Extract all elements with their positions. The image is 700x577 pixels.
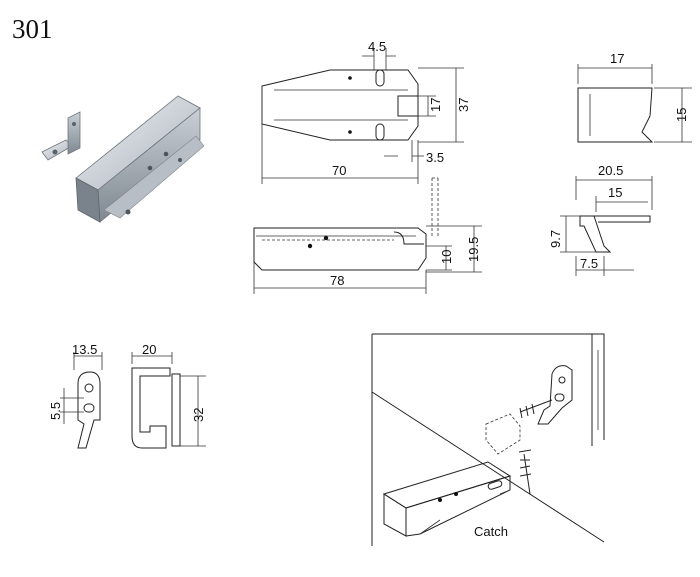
- plate-side-outline: [131, 367, 171, 449]
- photo-catch-bracket: [41, 139, 73, 161]
- top-view-outline: [261, 69, 419, 141]
- top-view-dim-length: 70: [332, 163, 346, 178]
- top-view-dim-offset: 3.5: [426, 150, 444, 165]
- catch-bracket-dim-width: 17: [610, 51, 624, 66]
- catch-profile-dim-height: 9.7: [548, 230, 563, 248]
- top-view-dim-height: 37: [456, 98, 471, 112]
- screw-horizontal: [519, 399, 553, 413]
- plate-front-outline: [77, 371, 101, 449]
- catch-profile-view: 20.5 15 9.7 7.5: [548, 163, 653, 276]
- catch-bracket-outline: [577, 87, 654, 143]
- side-view-dim-length: 78: [330, 273, 344, 288]
- product-photo: [41, 95, 205, 223]
- catch-profile-dim-overall: 20.5: [598, 163, 623, 178]
- plate-side-dim-height: 32: [191, 408, 206, 422]
- catch-profile-dim-inner: 15: [608, 185, 622, 200]
- side-view-dim-height: 19.5: [466, 237, 481, 262]
- side-view-outline: [253, 227, 427, 271]
- installed-latch-front: [383, 493, 407, 537]
- model-number: 301: [12, 14, 53, 44]
- shelf-panel: [371, 391, 605, 543]
- screw-vertical: [523, 453, 531, 495]
- top-view-dim-slot-pitch: 17: [428, 98, 443, 112]
- side-view-dim-bottom: 10: [439, 250, 454, 264]
- plate-front-dim-hole-pitch: 5.5: [48, 402, 63, 420]
- catch-profile-dim-base: 7.5: [580, 256, 598, 271]
- installation-label-catch: Catch: [474, 524, 508, 539]
- plate-side-dim-depth: 20: [142, 342, 156, 357]
- plate-side-view: 20 32: [131, 342, 206, 449]
- installed-strike-plate: [537, 365, 573, 425]
- plate-front-view: 13.5 5.5: [48, 342, 103, 449]
- top-view: 4.5 17 37 3.5 70: [261, 39, 471, 184]
- side-view: 10 19.5 78: [253, 177, 482, 294]
- photo-latch-front: [75, 177, 101, 223]
- top-view-dim-slot-width: 4.5: [368, 39, 386, 54]
- catch-profile-outline: [579, 215, 612, 253]
- catch-bracket-view: 17 15: [577, 51, 692, 143]
- plate-front-dim-width: 13.5: [72, 342, 97, 357]
- catch-bracket-dim-height: 15: [674, 108, 689, 122]
- installation-diagram: Catch: [371, 333, 605, 546]
